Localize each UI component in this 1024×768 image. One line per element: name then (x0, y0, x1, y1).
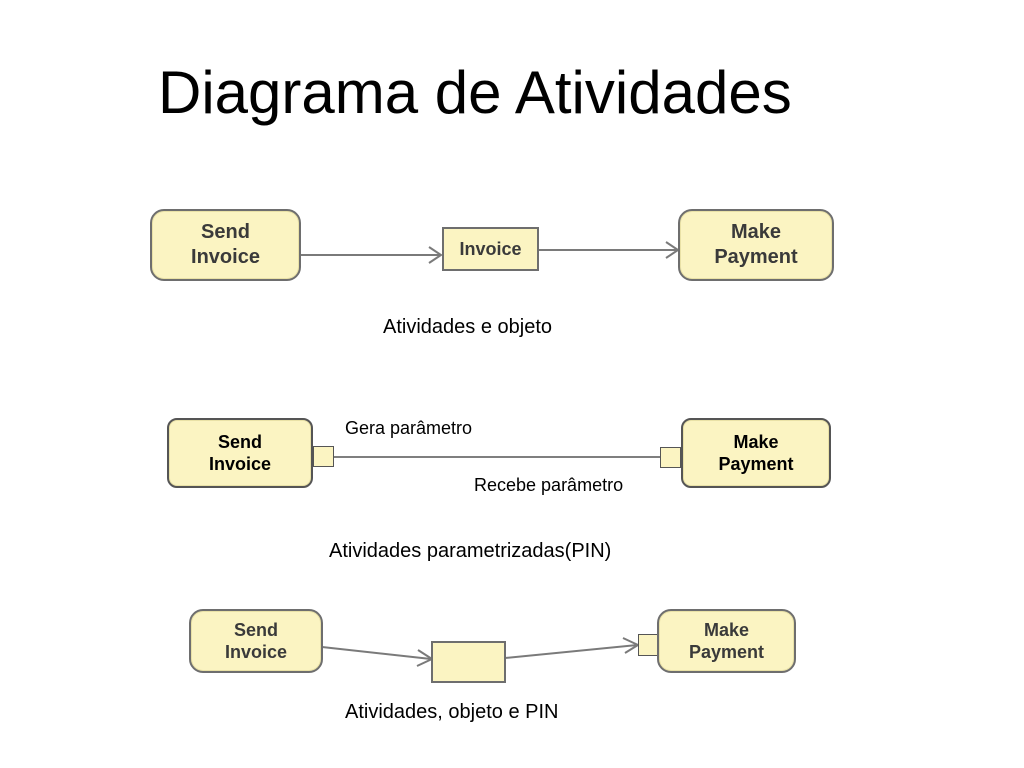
activity-send-invoice: Send Invoice (150, 209, 301, 281)
caption-diagram1: Atividades e objeto (383, 316, 553, 338)
activity-label-line2: Invoice (191, 246, 260, 268)
label-gera-parametro: Gera parâmetro (345, 418, 473, 438)
flow-object-to-pin (504, 644, 638, 659)
output-pin (313, 446, 334, 467)
activity-label-line1: Make (703, 619, 749, 640)
activity-label-line1: Make (733, 431, 779, 452)
object-invoice: Invoice (442, 227, 539, 271)
input-pin (638, 634, 658, 656)
activity-make-payment: Make Payment (681, 418, 831, 488)
activity-label-line2: Payment (714, 246, 798, 268)
activity-send-invoice: Send Invoice (167, 418, 313, 488)
activity-label-line1: Send (233, 619, 278, 640)
caption-diagram3: Atividades, objeto e PIN (345, 701, 559, 723)
activity-make-payment: Make Payment (678, 209, 834, 281)
input-pin (660, 447, 681, 468)
label-recebe-parametro: Recebe parâmetro (474, 475, 624, 495)
activity-label-line2: Payment (688, 642, 765, 662)
activity-label-line1: Send (217, 431, 262, 452)
object-label: Invoice (459, 238, 522, 259)
activity-label-line2: Payment (718, 454, 794, 474)
page-title: Diagrama de Atividades (158, 59, 792, 126)
activity-label-line1: Send (201, 221, 250, 243)
flow-send-to-object (321, 646, 432, 660)
arrowhead-invoice (428, 246, 443, 264)
activity-label-line1: Make (730, 221, 782, 243)
activity-label-line2: Invoice (208, 454, 272, 474)
activity-make-payment: Make Payment (657, 609, 796, 673)
object-node (431, 641, 506, 683)
activity-label-line2: Invoice (224, 642, 288, 662)
activity-send-invoice: Send Invoice (189, 609, 323, 673)
caption-diagram2: Atividades parametrizadas(PIN) (329, 540, 612, 562)
